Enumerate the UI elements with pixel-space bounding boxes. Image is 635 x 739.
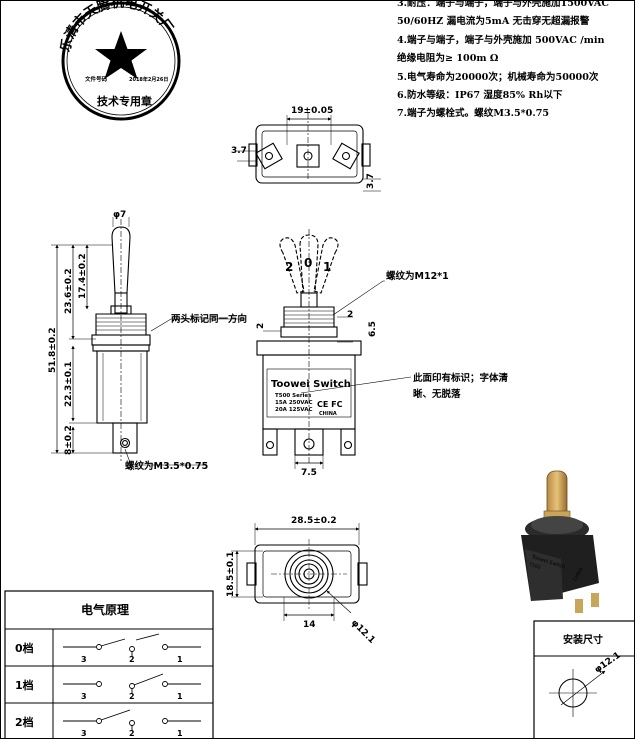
company-seal: 乐清市天腾机电开关厂 文件号码 2018年2月26日 技术专用章	[57, 1, 181, 121]
seal-right-small: 2018年2月26日	[129, 76, 168, 83]
label-cert: CE FC	[317, 400, 343, 409]
dim-top-left: 3.7	[231, 146, 247, 156]
dim-side-51-8: 51.8±0.2	[48, 327, 58, 373]
dim-front-2-left: 2	[256, 323, 266, 329]
mounting-title: 安装尺寸	[563, 633, 603, 646]
schematic-table	[4, 590, 214, 738]
terminal-1: 1	[177, 729, 183, 738]
dim-lever-dia: φ7	[113, 210, 126, 220]
mounting-box	[533, 620, 634, 738]
note-terminal-thread: 螺纹为M3.5*0.75	[125, 460, 208, 472]
terminal-2: 2	[129, 692, 135, 701]
bottom-view	[231, 523, 368, 621]
note-print-line2: 晰、无脱落	[413, 388, 461, 400]
note-line: 50/60HZ 漏电流为5mA 无击穿无超漏报警	[397, 16, 590, 28]
switch-body-label: Toowei Switch T500 Series 15A 250VAC 20A…	[271, 379, 351, 417]
row-label: 1档	[15, 678, 34, 692]
schematic-title: 电气原理	[81, 602, 129, 617]
position-label-1: 1	[323, 260, 331, 274]
terminal-2: 2	[129, 729, 135, 738]
dim-front-7-5: 7.5	[301, 468, 317, 478]
schematic-row-1: 1档 3 2 1	[15, 678, 183, 701]
side-view	[51, 217, 246, 466]
row-label: 0档	[15, 641, 34, 655]
row-label: 2档	[15, 715, 34, 729]
dim-front-6-5: 6.5	[368, 321, 378, 337]
top-view	[237, 113, 381, 192]
dim-bottom-14: 14	[303, 620, 316, 630]
terminal-1: 1	[177, 655, 183, 664]
seal-bottom-text: 技术专用章	[97, 94, 152, 108]
terminal-3: 3	[81, 692, 87, 701]
product-photo: Toowei Switch T500 CHINA	[521, 470, 599, 613]
dim-side-22-3: 22.3±0.1	[64, 361, 74, 407]
front-view	[256, 229, 412, 469]
note-line: 4.端子与端子，端子与外壳施加 500VAC /min	[397, 34, 605, 46]
seal-left-small: 文件号码	[85, 75, 108, 83]
dim-front-2-right: 2	[347, 310, 353, 320]
dim-bottom-dia: φ12.1	[349, 618, 377, 646]
note-line: 5.电气寿命为20000次；机械寿命为50000次	[397, 71, 599, 83]
schematic-row-0: 0档 3 2 1	[15, 641, 183, 664]
label-brand: Toowei Switch	[271, 379, 351, 390]
position-label-2: 2	[285, 260, 293, 274]
label-series: T500 Series	[275, 393, 312, 399]
dim-top-width: 19±0.05	[291, 106, 333, 116]
label-rating2: 20A 125VAC	[275, 407, 312, 413]
label-rating1: 15A 250VAC	[275, 400, 312, 406]
terminal-3: 3	[81, 655, 87, 664]
position-label-0: 0	[304, 256, 312, 270]
star-icon	[95, 31, 147, 79]
dim-bottom-width: 28.5±0.2	[291, 516, 337, 526]
photo-label-series: T500	[527, 561, 541, 571]
label-origin: CHINA	[319, 411, 337, 417]
position-labels: 2 0 1	[285, 256, 331, 274]
dim-side-17-4: 17.4±0.2	[78, 253, 88, 299]
spec-notes: 3.耐压：端子与端子，端子与外壳施加1500VAC 50/60HZ 漏电流为5m…	[397, 0, 634, 124]
note-line: 7.端子为螺栓式。螺纹M3.5*0.75	[397, 108, 550, 120]
note-line: 3.耐压：端子与端子，端子与外壳施加1500VAC	[397, 0, 609, 9]
note-two-side-marking: 两头标记同一方向	[171, 313, 247, 325]
terminal-2: 2	[129, 655, 135, 664]
mounting-dia: φ12.1	[593, 650, 623, 675]
dim-side-23-6: 23.6±0.2	[64, 268, 74, 314]
note-thread-m12: 螺纹为M12*1	[386, 270, 449, 282]
terminal-1: 1	[177, 692, 183, 701]
note-line: 6.防水等级：IP67 湿度85% Rh以下	[397, 90, 563, 102]
note-print-line1: 此面印有标识；字体清	[413, 372, 509, 384]
terminal-3: 3	[81, 729, 87, 738]
dim-side-8-3: 8±0.2	[64, 425, 74, 455]
note-line: 绝缘电阻为≥ 100m Ω	[397, 53, 499, 65]
schematic-row-2: 2档 3 2 1	[15, 715, 183, 738]
dim-bottom-height: 18.5±0.1	[226, 551, 236, 597]
dim-top-right: 3.7	[366, 173, 376, 189]
